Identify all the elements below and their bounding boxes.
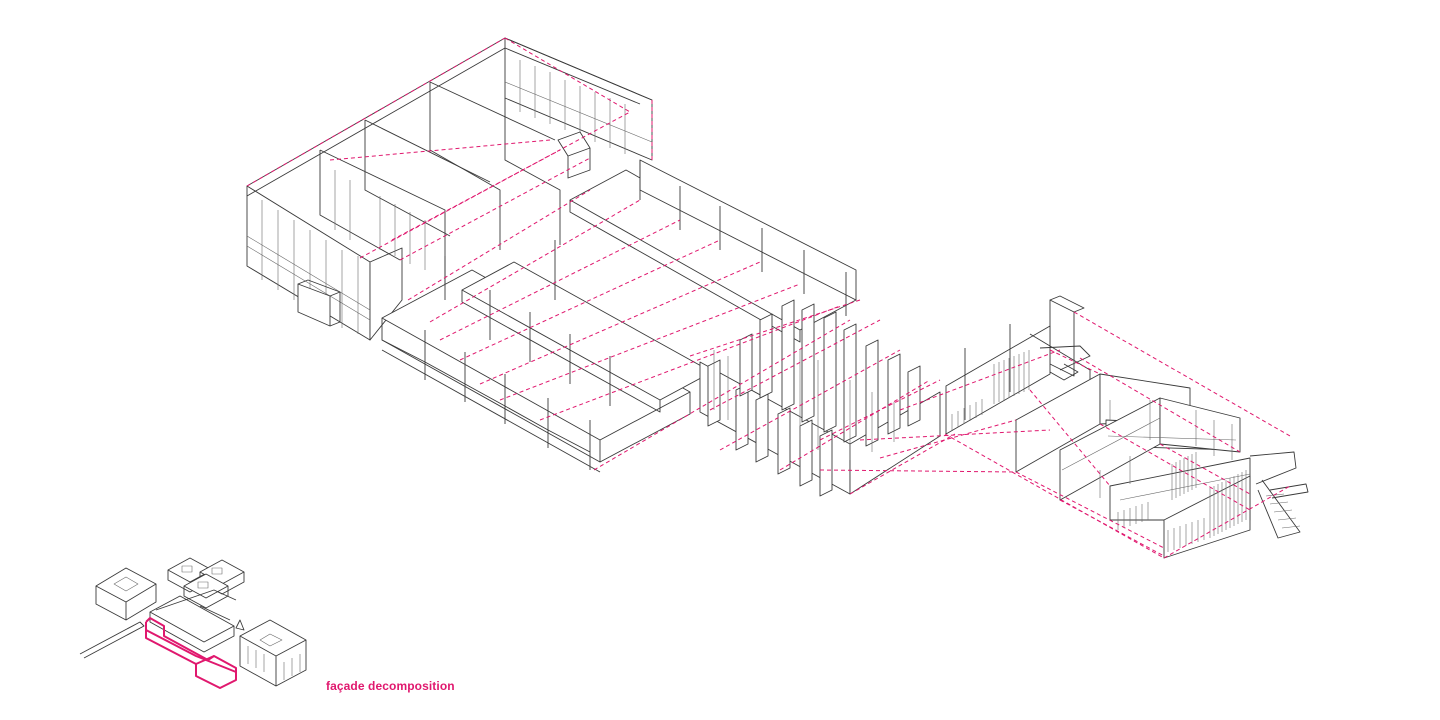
right-wing-block bbox=[945, 295, 1309, 559]
left-wing-block bbox=[246, 37, 653, 341]
alignment-lines bbox=[246, 37, 1291, 559]
diagram-caption: façade decomposition bbox=[326, 679, 455, 693]
left-wing-colonnade bbox=[381, 159, 857, 473]
site-keyplan bbox=[79, 557, 307, 689]
